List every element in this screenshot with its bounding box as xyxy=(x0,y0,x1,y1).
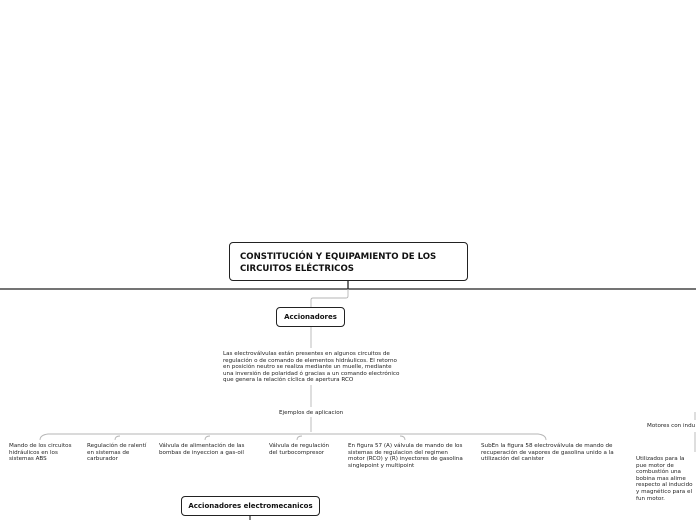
example-item-2: Regulación de ralentí en sistemas de car… xyxy=(87,443,147,463)
example-item-1: Mando de los circuitos hidráulicos en lo… xyxy=(9,443,72,463)
example-item-3: Válvula de alimentación de las bombas de… xyxy=(159,443,245,456)
motores-description: Utilizados para la pue motor de combusti… xyxy=(636,456,693,502)
accionadores-description: Las electroválvulas están presentes en a… xyxy=(223,351,400,384)
accionadores-electromecanicos-title: Accionadores electromecanicos xyxy=(188,502,313,510)
accionadores-electromecanicos-node[interactable]: Accionadores electromecanicos xyxy=(181,496,320,516)
motores-label: Motores con indu xyxy=(647,423,696,429)
accionadores-title: Accionadores xyxy=(284,313,337,321)
example-item-5: En figura 57 (A) válvula de mando de los… xyxy=(348,443,463,469)
example-item-4: Válvula de regulación del turbocompresor xyxy=(269,443,330,456)
accionadores-node[interactable]: Accionadores xyxy=(276,307,345,327)
example-item-6: SubEn la figura 58 electroválvula de man… xyxy=(481,443,614,463)
root-topic-title: CONSTITUCIÓN Y EQUIPAMIENTO DE LOS CIRCU… xyxy=(240,252,437,274)
examples-label: Ejemplos de aplicacion xyxy=(279,410,344,416)
root-topic-box[interactable]: CONSTITUCIÓN Y EQUIPAMIENTO DE LOS CIRCU… xyxy=(229,242,468,281)
